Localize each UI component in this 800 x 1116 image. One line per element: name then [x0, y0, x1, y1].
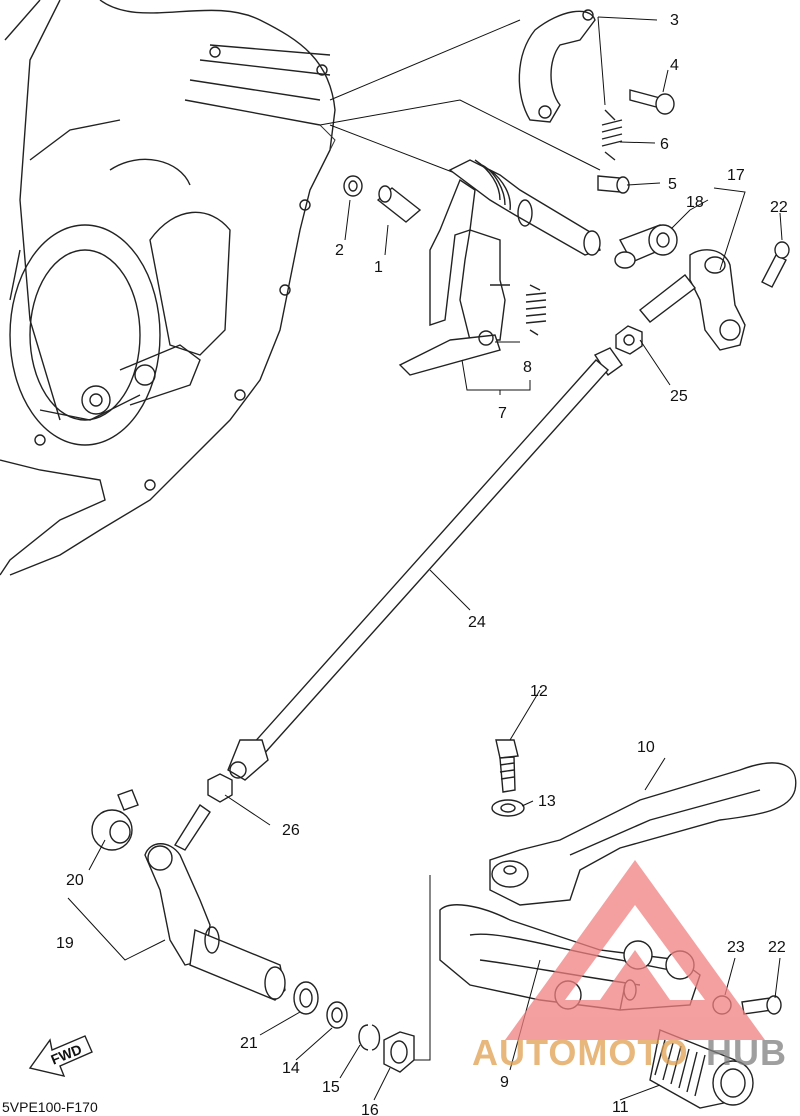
callout-26: 26	[282, 822, 300, 839]
callout-17: 17	[727, 167, 745, 184]
part-washer	[343, 175, 363, 197]
part-shift-arm	[638, 249, 746, 351]
watermark-automoto: AUTOMOTO	[472, 1032, 689, 1073]
part-shaft-spring	[525, 284, 547, 336]
callout-24: 24	[468, 614, 486, 631]
watermark-triangle-logo	[505, 860, 765, 1040]
part-nut	[615, 325, 643, 355]
callout-numbers: 1 2 3 4 5 6 7 8 9 10 11 12 13 14 15 16 1…	[56, 12, 788, 1116]
callout-25: 25	[670, 388, 688, 405]
part-spring	[601, 109, 623, 161]
watermark-hub: HUB	[706, 1032, 787, 1073]
callout-15: 15	[322, 1079, 340, 1096]
callout-4: 4	[670, 57, 679, 74]
crankcase-cover	[0, 0, 336, 576]
part-pedal-bushing	[383, 1031, 415, 1073]
part-rod-nut	[207, 773, 233, 803]
part-shift-rod	[227, 347, 623, 781]
callout-8: 8	[523, 359, 532, 376]
callout-19: 19	[56, 935, 74, 952]
part-pedal-washer	[491, 799, 525, 817]
callout-23: 23	[727, 939, 745, 956]
callout-20: 20	[66, 872, 84, 889]
callout-22-bottom: 22	[768, 939, 786, 956]
part-pedal-screw	[741, 995, 782, 1015]
part-lower-shift-arm	[144, 804, 286, 1001]
part-shift-shaft	[398, 159, 601, 376]
callout-7: 7	[498, 405, 507, 422]
part-pedal-bolt	[495, 739, 519, 793]
callout-leaders	[67, 16, 783, 1101]
part-dowel-pin	[376, 185, 422, 223]
callout-18: 18	[686, 194, 704, 211]
callout-11: 11	[612, 1099, 629, 1116]
part-shift-pedal	[489, 762, 797, 906]
callout-3: 3	[670, 12, 679, 29]
part-screw	[761, 241, 790, 288]
watermark: AUTOMOTO HUB	[472, 860, 787, 1073]
callout-6: 6	[660, 136, 669, 153]
part-stopper-lever	[518, 9, 596, 123]
part-plain-washer	[326, 1001, 348, 1029]
callout-22-top: 22	[770, 199, 788, 216]
part-pedal-rubber	[649, 1029, 754, 1109]
callout-16: 16	[361, 1102, 379, 1116]
callout-2: 2	[335, 242, 344, 259]
diagram-code: 5VPE100-F170	[2, 1099, 98, 1115]
part-bolt	[629, 89, 675, 115]
part-shift-pin	[597, 175, 630, 194]
callout-9: 9	[500, 1074, 509, 1091]
fwd-direction-arrow: FWD	[28, 1035, 93, 1077]
callout-14: 14	[282, 1060, 300, 1077]
callout-5: 5	[668, 176, 677, 193]
callout-13: 13	[538, 793, 556, 810]
callout-1: 1	[374, 259, 383, 276]
callout-21: 21	[240, 1035, 258, 1052]
part-circlip	[358, 1024, 381, 1051]
part-rod-joint	[614, 224, 678, 269]
part-lower-joint	[91, 789, 139, 851]
callout-12: 12	[530, 683, 548, 700]
part-bushing	[293, 981, 319, 1015]
callout-10: 10	[637, 739, 655, 756]
